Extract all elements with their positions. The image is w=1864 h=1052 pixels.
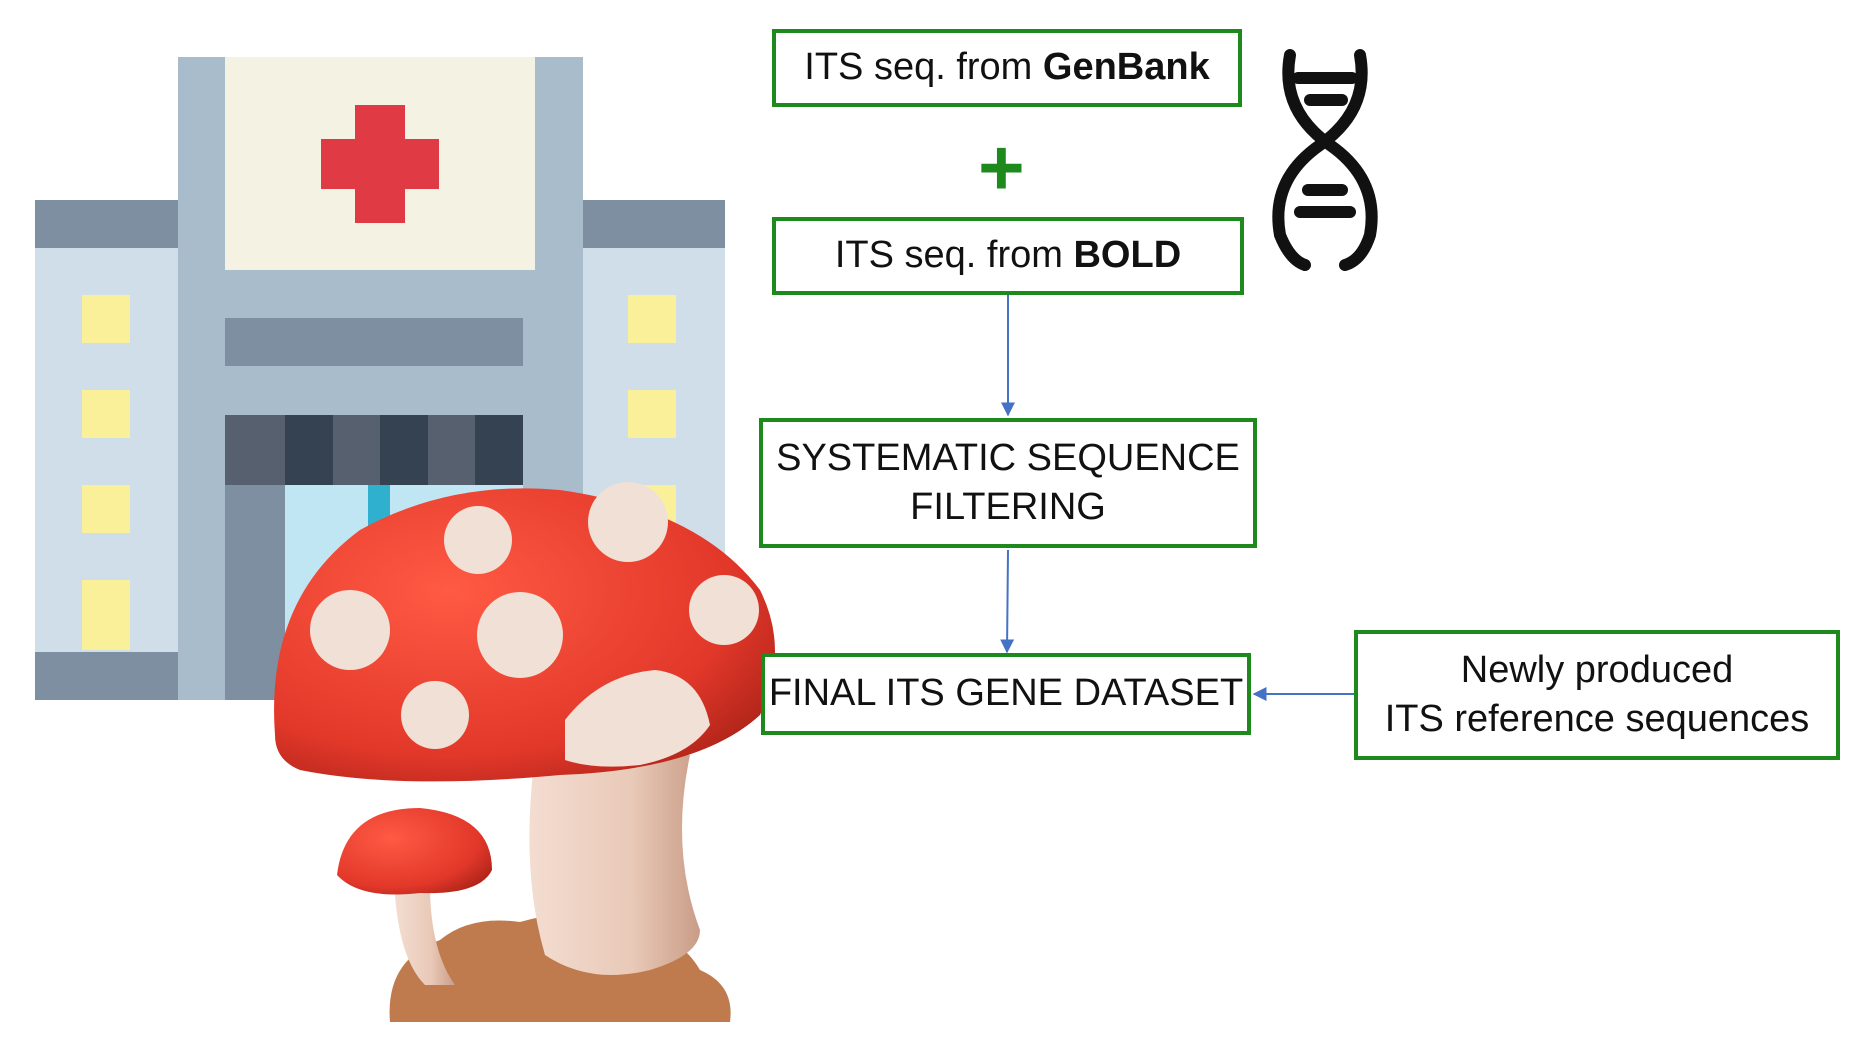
final-dataset-box: FINAL ITS GENE DATASET (761, 653, 1251, 735)
bold-box: ITS seq. from BOLD (772, 217, 1244, 295)
bold-label: ITS seq. from BOLD (834, 234, 1182, 277)
genbank-label: ITS seq. from GenBank (804, 46, 1210, 89)
newly-line1: Newly produced (1460, 648, 1734, 691)
filtering-box: SYSTEMATIC SEQUENCE FILTERING (759, 418, 1257, 548)
filtering-line1: SYSTEMATIC SEQUENCE (776, 436, 1240, 479)
mushroom-icon (274, 482, 775, 1022)
genbank-box: ITS seq. from GenBank (772, 29, 1242, 107)
plus-sign: + (978, 123, 1025, 212)
newly-produced-box: Newly produced ITS reference sequences (1354, 630, 1840, 760)
dna-icon (1272, 49, 1378, 271)
filtering-line2: FILTERING (910, 486, 1106, 528)
final-dataset-label: FINAL ITS GENE DATASET (768, 672, 1244, 715)
arrow-filtering-to-final (1000, 549, 1015, 654)
newly-line2: ITS reference sequences (1384, 698, 1810, 740)
